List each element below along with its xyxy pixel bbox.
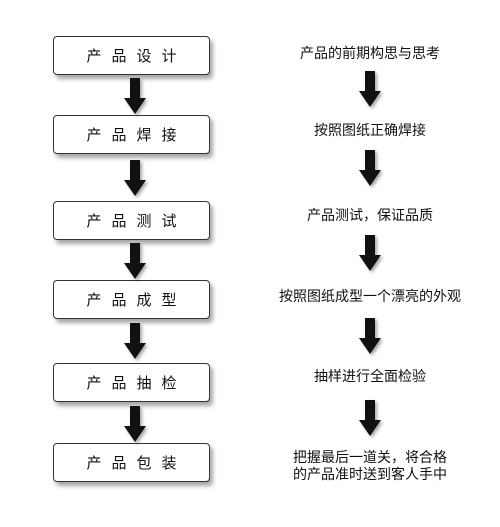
step-box-packaging: 产品包装 xyxy=(53,443,210,482)
flow-arrow-down-icon xyxy=(124,323,146,359)
flow-arrow-down-icon xyxy=(359,150,381,186)
step-label: 产品成型 xyxy=(86,291,187,309)
step-description-design: 产品的前期构思与思考 xyxy=(255,46,485,63)
step-box-inspection: 产品抽检 xyxy=(53,363,210,402)
step-label: 产品抽检 xyxy=(86,374,187,392)
step-label: 产品测试 xyxy=(86,212,187,230)
flow-arrow-down-icon xyxy=(359,71,381,107)
description-line: 按照图纸成型一个漂亮的外观 xyxy=(279,289,461,305)
flow-arrow-down-icon xyxy=(124,160,146,196)
description-line: 的产品准时送到客人手中 xyxy=(293,467,447,483)
step-label: 产品设计 xyxy=(86,47,187,65)
step-description-testing: 产品测试，保证品质 xyxy=(255,208,485,225)
step-description-packaging: 把握最后一道关，将合格 的产品准时送到客人手中 xyxy=(255,450,485,484)
flow-arrow-down-icon xyxy=(124,406,146,442)
step-box-forming: 产品成型 xyxy=(53,280,210,319)
flow-arrow-down-icon xyxy=(124,78,146,114)
description-line: 产品的前期构思与思考 xyxy=(300,46,440,62)
step-box-welding: 产品焊接 xyxy=(53,115,210,154)
flow-arrow-down-icon xyxy=(359,400,381,436)
step-box-design: 产品设计 xyxy=(53,36,210,75)
flow-arrow-down-icon xyxy=(124,243,146,279)
description-line: 抽样进行全面检验 xyxy=(314,369,426,385)
step-label: 产品焊接 xyxy=(86,126,187,144)
flow-arrow-down-icon xyxy=(359,235,381,271)
step-box-testing: 产品测试 xyxy=(53,201,210,240)
flow-arrow-down-icon xyxy=(359,318,381,354)
step-description-welding: 按照图纸正确焊接 xyxy=(255,123,485,140)
description-line: 把握最后一道关，将合格 xyxy=(293,450,447,466)
step-description-inspection: 抽样进行全面检验 xyxy=(255,369,485,386)
step-label: 产品包装 xyxy=(86,454,187,472)
description-line: 产品测试，保证品质 xyxy=(307,208,433,224)
description-line: 按照图纸正确焊接 xyxy=(314,123,426,139)
step-description-forming: 按照图纸成型一个漂亮的外观 xyxy=(255,289,485,306)
